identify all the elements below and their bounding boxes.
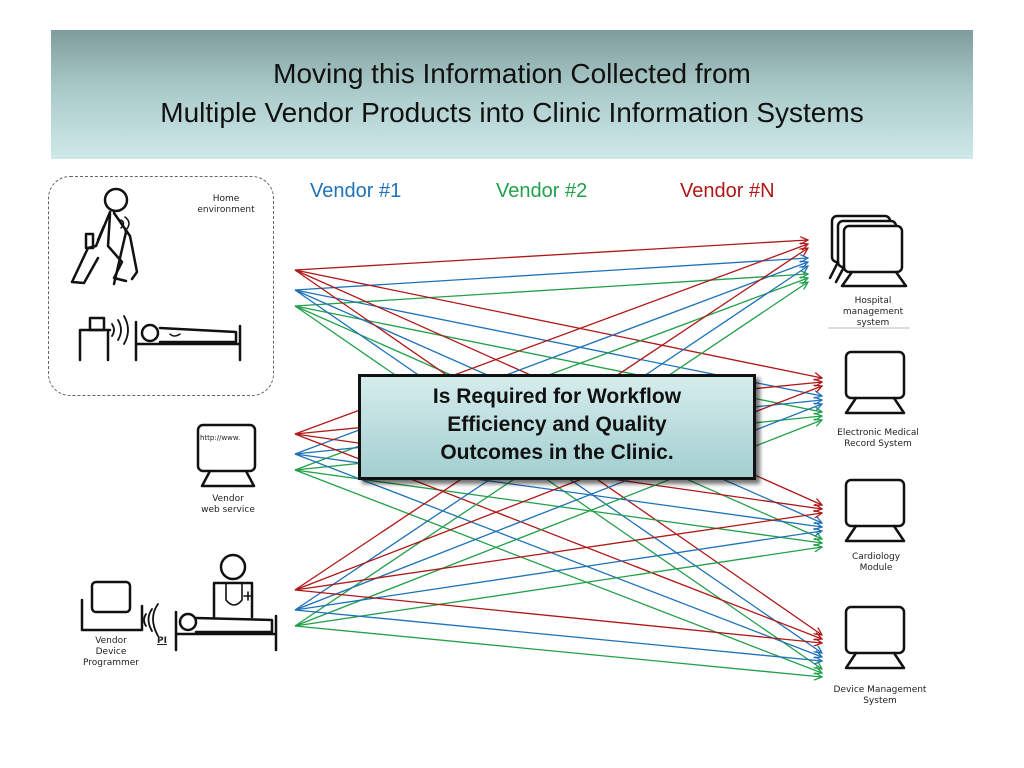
- vendor-n-label: Vendor #N: [680, 180, 775, 202]
- web-service-computer-icon: [196, 423, 257, 488]
- home-environment-label: Home environment: [197, 194, 255, 215]
- emr-computer-icon: [844, 350, 906, 415]
- cardiology-computer-icon: [844, 478, 906, 543]
- hospital-management-computer-icon: [828, 214, 908, 288]
- vendor-arrow: [294, 269, 822, 378]
- home-environment-box: [48, 176, 274, 396]
- device-management-computer-icon: [844, 605, 906, 670]
- vendor-arrow: [294, 589, 822, 643]
- device-management-label: Device Management System: [833, 685, 927, 706]
- device-programmer-label: Vendor Device Programmer: [83, 636, 139, 668]
- hospital-management-label: Hospital management system: [842, 296, 904, 328]
- vendor-arrow: [294, 469, 822, 673]
- home-bed-patient-icon: [134, 320, 242, 362]
- pi-tag: PI: [157, 636, 167, 646]
- vendor-arrow: [294, 609, 822, 661]
- callout-line-3: Outcomes in the Clinic.: [440, 441, 674, 464]
- callout-line-2: Efficiency and Quality: [447, 413, 667, 436]
- title-line-2: Multiple Vendor Products into Clinic Inf…: [160, 97, 864, 128]
- vendor-arrow: [294, 258, 808, 291]
- slide-title: Moving this Information Collected from M…: [51, 54, 973, 132]
- web-service-label: Vendor web service: [201, 494, 255, 515]
- title-band: Moving this Information Collected from M…: [51, 30, 973, 159]
- emr-label: Electronic Medical Record System: [837, 428, 919, 449]
- cardiology-label: Cardiology Module: [851, 552, 901, 573]
- vendor-arrow: [294, 531, 822, 611]
- vendor-arrow: [294, 453, 822, 657]
- clinic-bed-patient-icon: [174, 610, 278, 652]
- vendor-2-label: Vendor #2: [496, 180, 588, 202]
- walking-patient-icon: [70, 187, 139, 286]
- vendor-arrow: [294, 513, 822, 591]
- vendor-arrow: [294, 625, 822, 677]
- vendor-1-label: Vendor #1: [310, 180, 402, 202]
- bedside-monitor-icon: [78, 315, 129, 362]
- workflow-callout: Is Required for Workflow Efficiency and …: [358, 374, 756, 480]
- url-text: http://www.: [200, 434, 241, 442]
- vendor-arrow: [294, 547, 822, 627]
- callout-line-1: Is Required for Workflow: [432, 385, 682, 408]
- vendor-arrow: [294, 240, 808, 271]
- device-programmer-icon: [80, 580, 159, 637]
- doctor-icon: [212, 553, 254, 619]
- title-line-1: Moving this Information Collected from: [273, 58, 751, 89]
- vendor-arrow: [294, 274, 808, 307]
